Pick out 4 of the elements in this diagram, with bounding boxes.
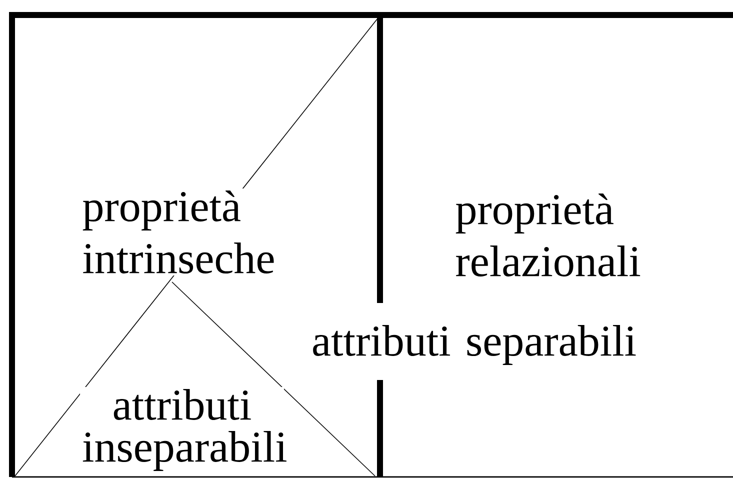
area-label: attributi inseparabili: [82, 389, 286, 471]
area-label: attributi separabili: [313, 325, 636, 365]
area-label: proprietà relazionali: [456, 194, 640, 276]
area-label: proprietà intrinseche: [82, 190, 274, 274]
